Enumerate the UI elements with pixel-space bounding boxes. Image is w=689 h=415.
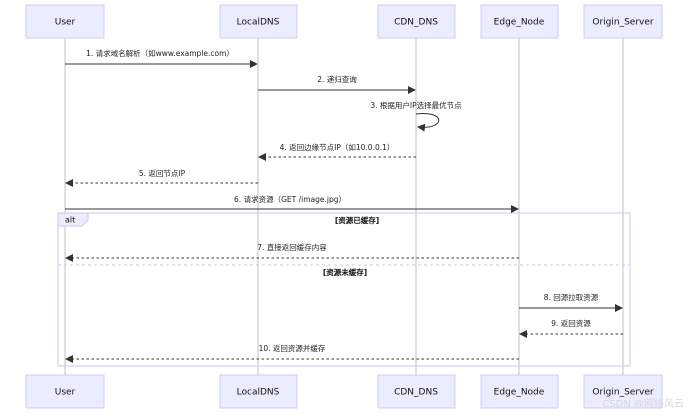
actor-edge-node-top: Edge_Node xyxy=(480,4,559,39)
actor-label: Edge_Node xyxy=(494,388,545,398)
message-6: 6. 请求资源（GET /image.jpg） xyxy=(65,194,519,213)
actor-origin-server-bottom: Origin_Server xyxy=(583,374,663,409)
message-1: 1. 请求域名解析（如www.example.com） xyxy=(65,48,258,68)
alt-fragment: alt [资源已缓存] [资源未缓存] xyxy=(57,212,631,367)
actors-top: User LocalDNS CDN_DNS Edge_Node Origin_S… xyxy=(25,4,663,39)
message-3: 3. 根据用户IP选择最优节点 xyxy=(370,100,462,132)
messages: 1. 请求域名解析（如www.example.com） 2. 递归查询 3. 根… xyxy=(65,48,623,363)
alt-condition-cached: [资源已缓存] xyxy=(335,215,379,225)
message-label: 1. 请求域名解析（如www.example.com） xyxy=(86,48,234,58)
message-label: 3. 根据用户IP选择最优节点 xyxy=(370,100,462,110)
message-label: 5. 返回节点IP xyxy=(139,169,186,178)
actor-localdns-bottom: LocalDNS xyxy=(219,374,298,409)
message-label: 9. 返回资源 xyxy=(551,318,591,328)
actor-user-top: User xyxy=(25,4,105,39)
watermark: CSDN @网络风云 xyxy=(602,397,684,410)
actor-edge-node-bottom: Edge_Node xyxy=(480,374,559,409)
message-4: 4. 返回边缘节点IP（如10.0.0.1） xyxy=(258,142,416,161)
actor-label: User xyxy=(55,388,76,398)
actor-cdn-dns-bottom: CDN_DNS xyxy=(377,374,456,409)
message-label: 10. 返回资源并缓存 xyxy=(259,343,326,353)
actor-label: LocalDNS xyxy=(237,388,280,398)
actor-label: Origin_Server xyxy=(592,18,654,28)
message-label: 7. 直接返回缓存内容 xyxy=(257,242,327,252)
message-label: 6. 请求资源（GET /image.jpg） xyxy=(234,194,346,204)
actor-label: CDN_DNS xyxy=(394,18,438,28)
actor-cdn-dns-top: CDN_DNS xyxy=(377,4,456,39)
message-label: 2. 递归查询 xyxy=(317,74,357,84)
actor-user-bottom: User xyxy=(25,374,105,409)
message-7: 7. 直接返回缓存内容 xyxy=(65,242,519,262)
actors-bottom: User LocalDNS CDN_DNS Edge_Node Origin_S… xyxy=(25,374,663,409)
message-2: 2. 递归查询 xyxy=(258,74,416,94)
message-label: 8. 回源拉取资源 xyxy=(544,292,599,302)
actor-label: Edge_Node xyxy=(494,18,545,28)
actor-label: User xyxy=(55,18,76,28)
alt-condition-not-cached: [资源未缓存] xyxy=(323,267,367,277)
alt-label-box xyxy=(57,212,89,227)
actor-label: LocalDNS xyxy=(237,18,280,28)
message-label: 4. 返回边缘节点IP（如10.0.0.1） xyxy=(280,142,395,152)
message-10: 10. 返回资源并缓存 xyxy=(65,343,519,363)
alt-label: alt xyxy=(65,216,75,225)
message-9: 9. 返回资源 xyxy=(519,318,623,338)
actor-localdns-top: LocalDNS xyxy=(219,4,298,39)
alt-frame xyxy=(57,212,631,367)
actor-label: CDN_DNS xyxy=(394,388,438,398)
actor-label: Origin_Server xyxy=(592,388,654,398)
lifelines xyxy=(64,38,624,375)
message-5: 5. 返回节点IP xyxy=(65,169,258,187)
message-8: 8. 回源拉取资源 xyxy=(519,292,623,312)
actor-origin-server-top: Origin_Server xyxy=(583,4,663,39)
